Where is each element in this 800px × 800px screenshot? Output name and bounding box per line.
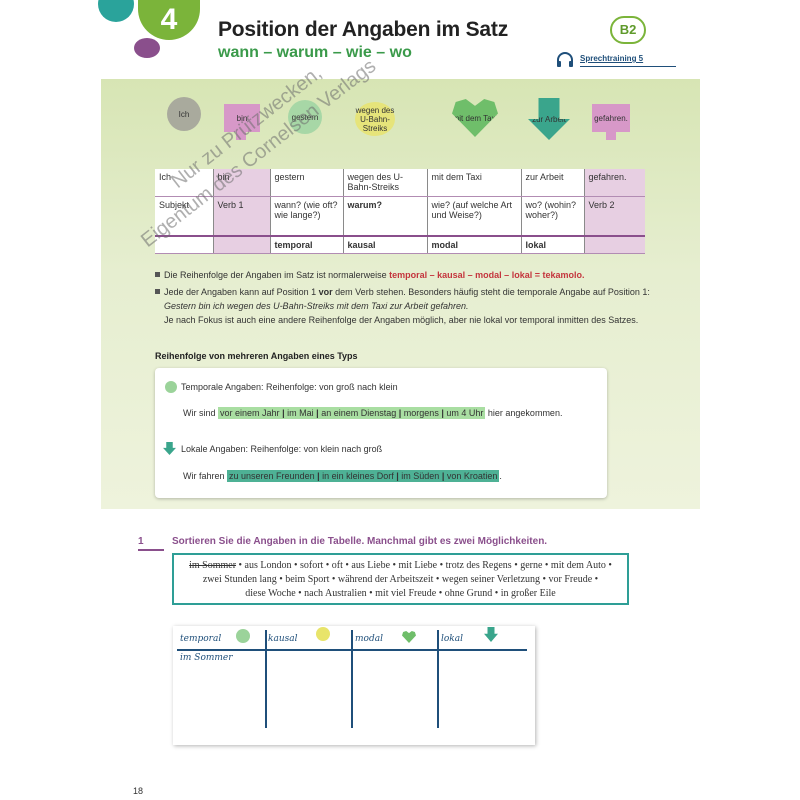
table-cell: zur Arbeit: [521, 169, 585, 197]
temporal-part: um 4 Uhr: [446, 408, 484, 418]
table-cell: Verb 2: [584, 196, 645, 237]
table-cell: kausal: [343, 236, 428, 254]
audio-rule: [580, 66, 676, 67]
headphones-icon: [557, 52, 573, 67]
table-cell: wo? (wohin? woher?): [521, 196, 585, 237]
word-line: diese Woche • nach Australien • mit viel…: [245, 588, 556, 599]
table-cell: wegen des U-Bahn-Streiks: [343, 169, 428, 197]
page-number: 18: [133, 786, 144, 796]
rules-list: Die Reihenfolge der Angaben im Satz ist …: [155, 268, 655, 330]
rule-text: dem Verb stehen. Besonders häufig steht …: [335, 287, 650, 297]
temporal-part: an einem Dienstag: [321, 408, 397, 418]
table-cell: temporal: [270, 236, 344, 254]
circle-icon: [236, 629, 250, 643]
lokal-label: Lokale Angaben: Reihenfolge: von klein n…: [181, 444, 383, 454]
audio-label: Sprechtraining 5: [580, 54, 644, 63]
table-cell: warum?: [343, 196, 428, 237]
exercise-number-rule: [138, 549, 164, 551]
shape-subject: Ich: [167, 97, 201, 131]
table-row: temporal kausal modal lokal: [155, 236, 645, 254]
lokal-part: zu unseren Freunden: [229, 471, 315, 481]
sentence-end: hier angekommen.: [487, 408, 563, 418]
section-heading: Reihenfolge von mehreren Angaben eines T…: [155, 351, 358, 361]
grammar-table: Ich bin gestern wegen des U-Bahn-Streiks…: [155, 169, 645, 254]
answer-header-lokal: lokal: [441, 634, 463, 644]
page-subtitle: wann – warum – wie – wo: [218, 44, 412, 61]
sentence-end: .: [499, 471, 502, 481]
table-cell: wie? (auf welche Art und Weise?): [427, 196, 522, 237]
shape-kausal: wegen des U-Bahn-Streiks: [355, 102, 395, 136]
lokal-part: in ein kleines Dorf: [322, 471, 394, 481]
table-cell: [155, 236, 214, 254]
lokal-part: im Süden: [401, 471, 440, 481]
temporal-part: morgens: [403, 408, 439, 418]
rule-item: Jede der Angaben kann auf Position 1 vor…: [155, 285, 655, 327]
column-divider: [437, 630, 439, 728]
table-cell: lokal: [521, 236, 585, 254]
table-cell: Subjekt: [155, 196, 214, 237]
rule-emphasis: vor: [318, 287, 333, 297]
table-cell: [584, 236, 645, 254]
answer-entry: im Sommer: [180, 653, 233, 663]
decorative-teal-blob: [98, 0, 134, 22]
sentence-start: Wir sind: [183, 408, 216, 418]
rule-example: Gestern bin ich wegen des U-Bahn-Streiks…: [164, 301, 469, 311]
answer-header-temporal: temporal: [180, 634, 222, 644]
temporal-part: im Mai: [287, 408, 314, 418]
table-cell: gefahren.: [584, 169, 645, 197]
rule-text: Je nach Fokus ist auch eine andere Reihe…: [164, 315, 639, 325]
lokal-highlight: zu unseren Freunden | in ein kleines Dor…: [227, 470, 500, 482]
table-cell: modal: [427, 236, 522, 254]
shape-temporal: gestern: [288, 100, 322, 134]
shape-verb2: gefahren.: [592, 104, 630, 140]
table-row: Subjekt Verb 1 wann? (wie oft? wie lange…: [155, 196, 645, 237]
circle-icon: [165, 381, 177, 393]
table-cell: mit dem Taxi: [427, 169, 522, 197]
lokal-example-sentence: Wir fahren zu unseren Freunden | in ein …: [183, 470, 502, 482]
audio-reference[interactable]: Sprechtraining 5: [556, 52, 676, 68]
answer-sheet: [173, 626, 535, 745]
shape-verb1: bin: [224, 104, 260, 140]
table-cell: wann? (wie oft? wie lange?): [270, 196, 344, 237]
struck-word: im Sommer: [189, 560, 237, 571]
rule-text: Jede der Angaben kann auf Position 1: [164, 287, 317, 297]
level-badge: B2: [610, 16, 646, 44]
table-cell: [213, 236, 271, 254]
answer-header-kausal: kausal: [268, 634, 298, 644]
column-divider: [351, 630, 353, 728]
exercise-instruction: Sortieren Sie die Angaben in die Tabelle…: [172, 536, 548, 547]
rule-item: Die Reihenfolge der Angaben im Satz ist …: [155, 268, 655, 282]
table-row: Ich bin gestern wegen des U-Bahn-Streiks…: [155, 169, 645, 197]
yellow-circle-icon: [316, 627, 330, 641]
rule-text: Die Reihenfolge der Angaben im Satz ist …: [164, 270, 387, 280]
tekamolo-formula: temporal – kausal – modal – lokal = teka…: [389, 270, 585, 280]
exercise-number: 1: [138, 536, 144, 547]
temporal-part: vor einem Jahr: [220, 408, 280, 418]
chapter-number: 4: [160, 3, 178, 36]
sentence-start: Wir fahren: [183, 471, 225, 481]
page-title: Position der Angaben im Satz: [218, 18, 508, 41]
lokal-part: von Kroatien: [446, 471, 498, 481]
temporal-example-sentence: Wir sind vor einem Jahr | im Mai | an ei…: [183, 407, 563, 419]
word-line: • aus London • sofort • oft • aus Liebe …: [238, 560, 612, 571]
table-cell: gestern: [270, 169, 344, 197]
table-cell: Verb 1: [213, 196, 271, 237]
decorative-purple-blob: [134, 38, 160, 58]
column-divider: [265, 630, 267, 728]
table-cell: bin: [213, 169, 271, 197]
temporal-label: Temporale Angaben: Reihenfolge: von groß…: [181, 382, 398, 392]
word-line: zwei Stunden lang • beim Sport • während…: [202, 574, 599, 585]
temporal-highlight: vor einem Jahr | im Mai | an einem Diens…: [218, 407, 486, 419]
table-cell: Ich: [155, 169, 214, 197]
answer-header-modal: modal: [355, 634, 383, 644]
word-box: im Sommer • aus London • sofort • oft • …: [172, 553, 629, 605]
